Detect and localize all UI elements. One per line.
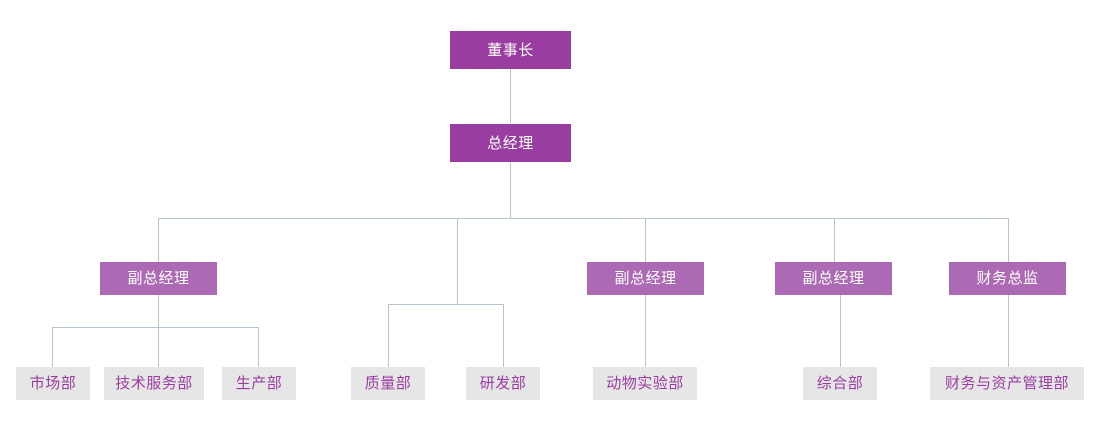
- connector-deputy-2-to-animal-lab: [645, 295, 646, 367]
- connector-chairman-to-gm: [510, 69, 511, 123]
- connector-drop-deputy-3: [834, 218, 835, 262]
- connector-gm-drop: [510, 162, 511, 218]
- node-deputy-gm-2[interactable]: 副总经理: [587, 262, 704, 295]
- connector-drop-deputy-2: [645, 218, 646, 262]
- connector-drop-rd: [503, 304, 504, 367]
- node-cfo[interactable]: 财务总监: [949, 262, 1066, 295]
- node-production-dept[interactable]: 生产部: [222, 367, 296, 400]
- connector-drop-deputy-1: [158, 218, 159, 262]
- connector-main-bus: [158, 218, 1009, 219]
- connector-cfo-to-finance-asset: [1008, 295, 1009, 367]
- connector-deputy-1-drop: [158, 295, 159, 327]
- connector-drop-quality: [388, 304, 389, 367]
- node-marketing-dept[interactable]: 市场部: [16, 367, 90, 400]
- node-finance-asset-dept[interactable]: 财务与资产管理部: [930, 367, 1084, 400]
- node-chairman[interactable]: 董事长: [450, 31, 571, 69]
- connector-drop-tech-service: [158, 327, 159, 367]
- node-rd-dept[interactable]: 研发部: [466, 367, 540, 400]
- connector-deputy-3-to-general-affairs: [840, 295, 841, 367]
- node-general-affairs-dept[interactable]: 综合部: [803, 367, 877, 400]
- node-deputy-gm-1[interactable]: 副总经理: [100, 262, 217, 295]
- node-animal-lab-dept[interactable]: 动物实验部: [593, 367, 697, 400]
- node-general-manager[interactable]: 总经理: [450, 124, 571, 162]
- node-quality-dept[interactable]: 质量部: [351, 367, 425, 400]
- node-tech-service-dept[interactable]: 技术服务部: [104, 367, 204, 400]
- connector-drop-production: [258, 327, 259, 367]
- node-deputy-gm-3[interactable]: 副总经理: [775, 262, 892, 295]
- connector-drop-marketing: [52, 327, 53, 367]
- connector-drop-cfo: [1008, 218, 1009, 262]
- connector-drop-middle-branch: [457, 218, 458, 304]
- connector-middle-bus: [388, 304, 504, 305]
- connector-deputy-1-bus: [52, 327, 259, 328]
